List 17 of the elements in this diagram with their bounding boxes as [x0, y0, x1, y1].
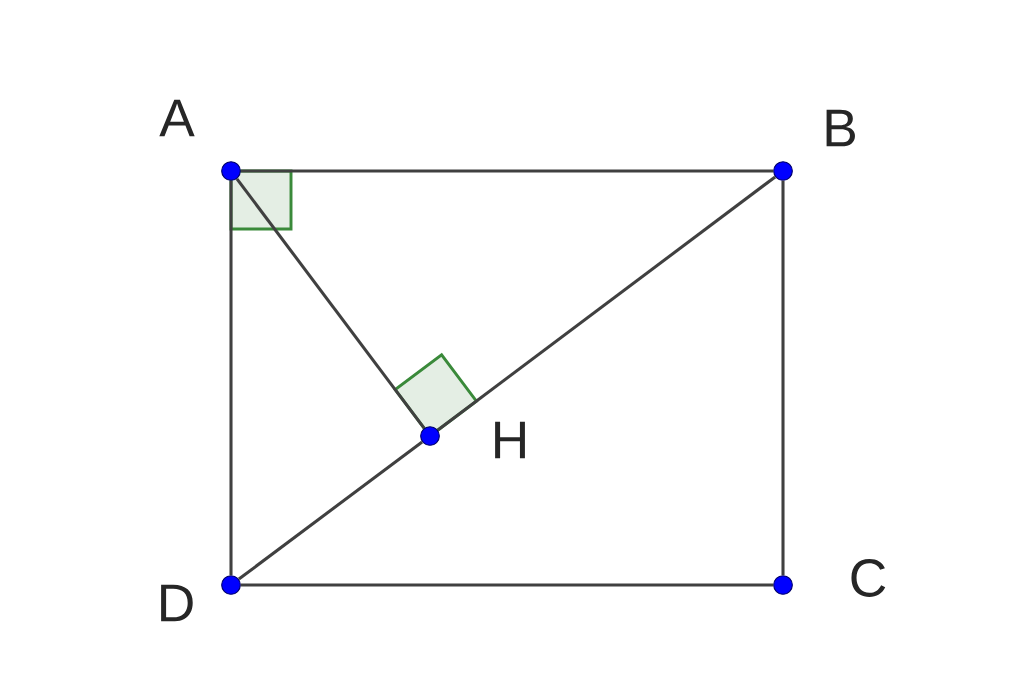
- point: [221, 161, 241, 181]
- line-segment: [235, 177, 426, 430]
- point: [773, 575, 793, 595]
- point-label: A: [159, 99, 195, 137]
- point: [420, 426, 440, 446]
- point-label: H: [495, 421, 525, 459]
- point: [773, 161, 793, 181]
- line-segment: [240, 169, 774, 173]
- line-segment: [240, 583, 774, 587]
- line-segment: [229, 180, 233, 576]
- point-label: D: [161, 584, 193, 622]
- point-label: C: [851, 559, 886, 597]
- point: [221, 575, 241, 595]
- point-label: B: [826, 109, 855, 147]
- line-segment: [781, 180, 785, 576]
- line-segment: [436, 175, 777, 432]
- line-segment: [238, 440, 424, 581]
